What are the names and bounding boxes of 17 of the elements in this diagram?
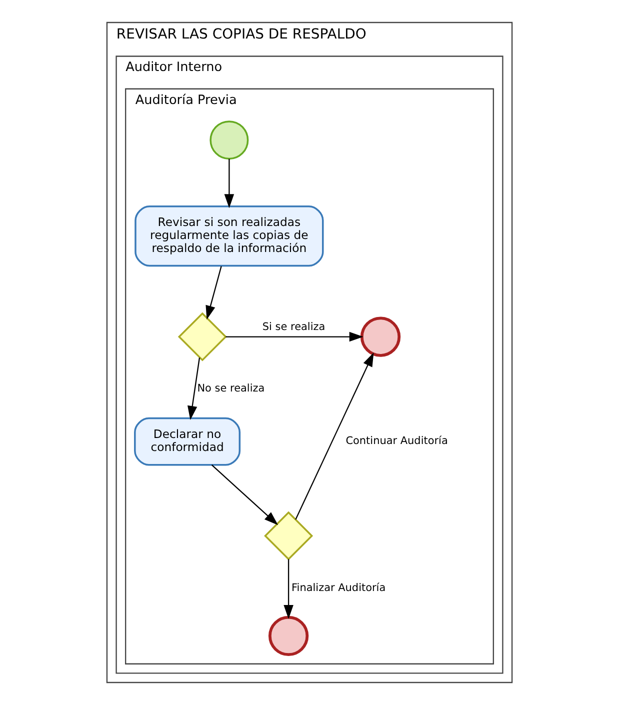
arrow	[187, 358, 200, 420]
node-circle	[268, 616, 308, 656]
arrow	[210, 464, 278, 526]
arrow	[283, 559, 293, 619]
node-diamond	[177, 312, 226, 362]
edge-label: Continuar Auditoría	[345, 435, 448, 448]
node-circle	[209, 120, 248, 160]
node-circle	[360, 316, 400, 357]
edge-label: Finalizar Auditoría	[291, 582, 386, 594]
edge-label: Si se realiza	[262, 321, 325, 334]
arrow	[224, 158, 234, 208]
node-box: Declarar no conformidad	[134, 417, 240, 466]
arrow	[205, 266, 222, 320]
edge-label: No se realiza	[196, 382, 264, 395]
arrow	[225, 332, 363, 342]
node-box: Revisar si son realizadas regularmente las copias de respaldo de la información	[134, 206, 324, 267]
arrow	[294, 352, 374, 520]
